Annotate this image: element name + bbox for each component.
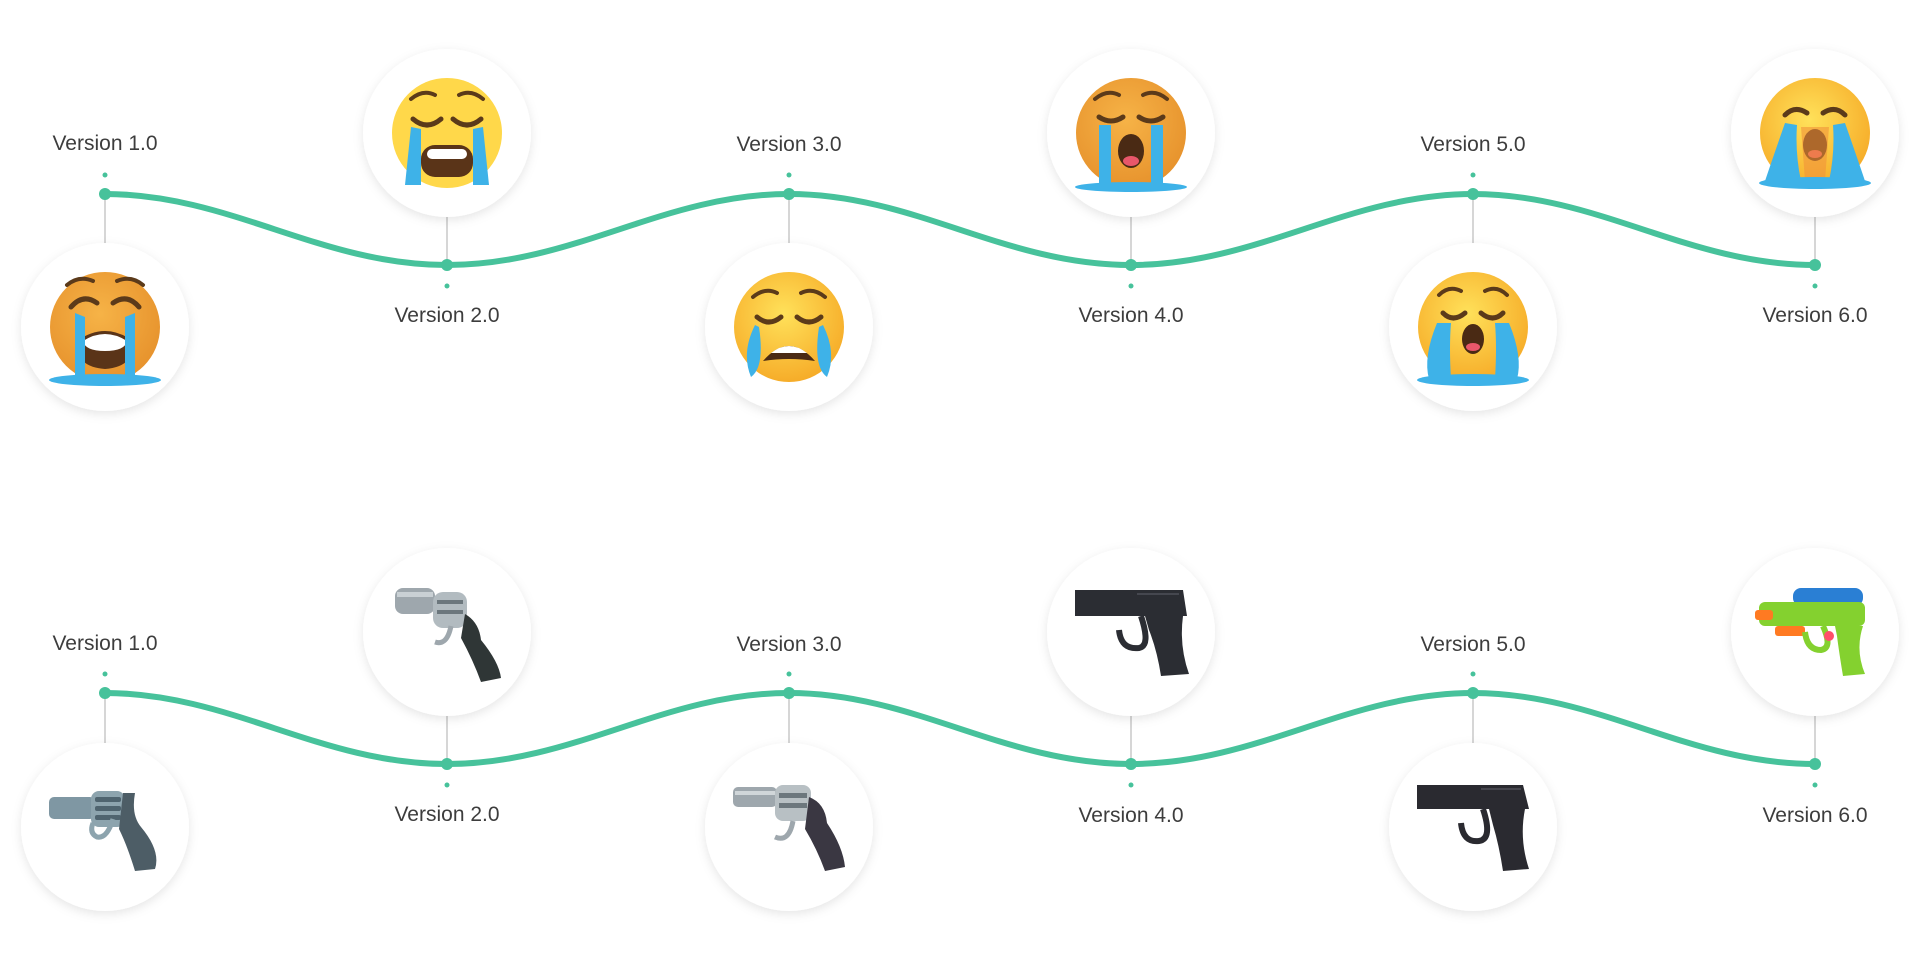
timeline-pistols: Version 1.0 Version 2.0 bbox=[21, 548, 1899, 911]
node-dot bbox=[783, 687, 795, 699]
loudly-crying-face-icon bbox=[49, 272, 161, 386]
connector-dot bbox=[1128, 782, 1134, 788]
version-label: Version 3.0 bbox=[736, 633, 841, 656]
node-dot bbox=[783, 188, 795, 200]
pistol-icon bbox=[1075, 590, 1189, 676]
version-label: Version 5.0 bbox=[1420, 133, 1525, 156]
revolver-icon bbox=[49, 791, 157, 871]
milestone-1: Version 1.0 bbox=[21, 132, 189, 411]
version-label: Version 1.0 bbox=[52, 632, 157, 655]
loudly-crying-face-icon bbox=[1075, 78, 1187, 192]
revolver-icon bbox=[395, 588, 501, 682]
milestone-4: Version 4.0 bbox=[1047, 49, 1215, 327]
milestone-3: Version 3.0 bbox=[705, 133, 873, 411]
loudly-crying-face-icon bbox=[392, 78, 502, 188]
loudly-crying-face-icon bbox=[1417, 272, 1529, 386]
node-dot bbox=[1125, 259, 1137, 271]
node-dot bbox=[99, 687, 111, 699]
node-dot bbox=[1809, 758, 1821, 770]
milestone-4: Version 4.0 bbox=[1047, 548, 1215, 827]
icon-circle bbox=[1047, 548, 1215, 716]
connector-dot bbox=[786, 671, 792, 677]
connector-dot bbox=[444, 283, 450, 289]
wave-line bbox=[102, 190, 1818, 269]
connector-dot bbox=[1470, 671, 1476, 677]
version-label: Version 2.0 bbox=[394, 304, 499, 327]
node-dot bbox=[1467, 188, 1479, 200]
loudly-crying-face-icon bbox=[734, 272, 844, 382]
connector-dot bbox=[1128, 283, 1134, 289]
connector-dot bbox=[786, 172, 792, 178]
revolver-icon bbox=[733, 785, 845, 871]
version-label: Version 2.0 bbox=[394, 803, 499, 826]
connector-dot bbox=[444, 782, 450, 788]
connector-dot bbox=[1470, 172, 1476, 178]
milestone-6: Version 6.0 bbox=[1731, 548, 1899, 827]
connector-dot bbox=[1812, 782, 1818, 788]
icon-circle bbox=[1389, 743, 1557, 911]
milestone-2: Version 2.0 bbox=[363, 548, 531, 826]
milestone-6: Version 6.0 bbox=[1731, 49, 1899, 327]
version-label: Version 5.0 bbox=[1420, 633, 1525, 656]
node-dot bbox=[1467, 687, 1479, 699]
connector-dot bbox=[102, 172, 108, 178]
milestone-5: Version 5.0 bbox=[1389, 133, 1557, 411]
water-pistol-icon bbox=[1755, 588, 1865, 676]
milestone-2: Version 2.0 bbox=[363, 49, 531, 327]
wave-line bbox=[102, 689, 1818, 768]
version-label: Version 4.0 bbox=[1078, 304, 1183, 327]
pistol-icon bbox=[1417, 785, 1529, 871]
version-label: Version 6.0 bbox=[1762, 804, 1867, 827]
node-dot bbox=[1125, 758, 1137, 770]
node-dot bbox=[1809, 259, 1821, 271]
version-label: Version 6.0 bbox=[1762, 304, 1867, 327]
milestone-5: Version 5.0 bbox=[1389, 633, 1557, 911]
milestone-1: Version 1.0 bbox=[21, 632, 189, 911]
connector-dot bbox=[102, 671, 108, 677]
node-dot bbox=[441, 758, 453, 770]
version-label: Version 3.0 bbox=[736, 133, 841, 156]
connector-dot bbox=[1812, 283, 1818, 289]
milestone-3: Version 3.0 bbox=[705, 633, 873, 911]
loudly-crying-face-icon bbox=[1759, 78, 1871, 189]
timeline-crying-faces: Version 1.0 Version 2.0 bbox=[21, 49, 1899, 411]
version-label: Version 1.0 bbox=[52, 132, 157, 155]
node-dot bbox=[99, 188, 111, 200]
node-dot bbox=[441, 259, 453, 271]
icon-circle bbox=[1731, 548, 1899, 716]
version-label: Version 4.0 bbox=[1078, 804, 1183, 827]
